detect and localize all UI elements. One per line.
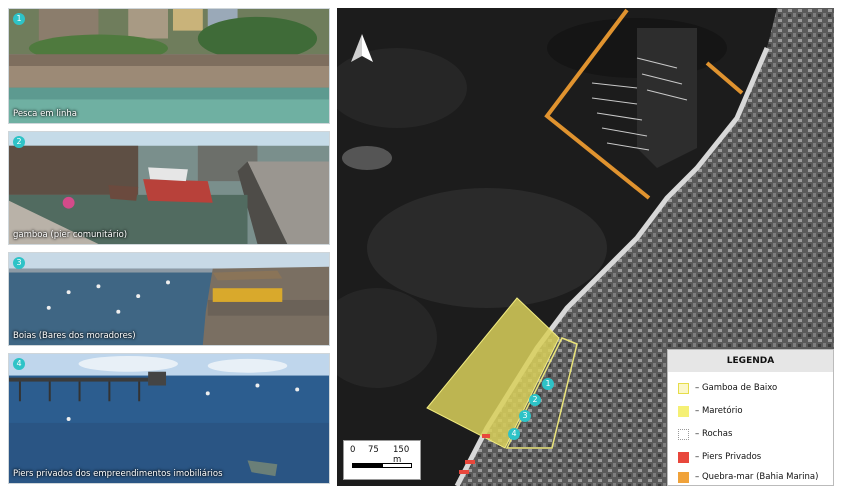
scale-label-75: 75 xyxy=(368,445,379,455)
legend-item-piers: – Piers Privados xyxy=(678,451,761,463)
photo-4-number-badge: 4 xyxy=(13,358,25,370)
photo-2-image xyxy=(9,132,329,244)
photo-1-number-badge: 1 xyxy=(13,13,25,25)
scale-label-150: 150 m xyxy=(393,445,410,465)
legend-label-piers: – Piers Privados xyxy=(695,452,762,462)
legend-swatch-quebra-mar xyxy=(678,471,689,483)
photo-panel-2: 2 gamboa (pier comunitário) xyxy=(8,131,330,245)
photo-4-caption: Piers privados dos empreendimentos imobi… xyxy=(13,469,223,479)
photo-1-caption: Pesca em linha xyxy=(13,109,77,119)
photo-panel-4: 4 Piers privados dos empreendimentos imo… xyxy=(8,353,330,484)
legend-swatch-piers xyxy=(678,451,689,463)
legend-title: LEGENDA xyxy=(668,350,833,372)
legend-label-quebra-mar: – Quebra-mar (Bahia Marina) xyxy=(695,472,819,482)
north-arrow-icon xyxy=(351,34,373,62)
legend-swatch-rochas xyxy=(678,428,689,440)
photo-3-number-badge: 3 xyxy=(13,257,25,269)
legend-swatch-maretorio xyxy=(678,405,689,417)
map-marker-3: 3 xyxy=(519,410,531,422)
legend-label-gamboa: – Gamboa de Baixo xyxy=(695,383,778,393)
map-marker-2: 2 xyxy=(529,394,541,406)
legend-item-rochas: – Rochas xyxy=(678,428,732,440)
photo-panel-3: 3 Boias (Bares dos moradores) xyxy=(8,252,330,346)
legend-item-maretorio: – Maretório xyxy=(678,405,743,417)
legend-item-gamboa: – Gamboa de Baixo xyxy=(678,382,777,394)
photo-2-number-badge: 2 xyxy=(13,136,25,148)
map-marker-4: 4 xyxy=(508,428,520,440)
legend-label-rochas: – Rochas xyxy=(695,429,733,439)
scale-bar: 0 75 150 m xyxy=(343,440,421,480)
satellite-map: 1 2 3 4 0 75 150 m LEGENDA – Gamboa de B xyxy=(337,8,834,486)
photo-1-image xyxy=(9,9,329,123)
photo-panel-1: 1 Pesca em linha xyxy=(8,8,330,124)
legend-swatch-gamboa xyxy=(678,382,689,394)
scale-bar-graphic xyxy=(352,463,412,468)
photo-3-image xyxy=(9,253,329,345)
photo-3-caption: Boias (Bares dos moradores) xyxy=(13,331,136,341)
photo-2-caption: gamboa (pier comunitário) xyxy=(13,230,128,240)
legend-label-maretorio: – Maretório xyxy=(695,406,743,416)
photo-4-image xyxy=(9,354,329,483)
scale-label-0: 0 xyxy=(350,445,356,455)
legend-item-quebra-mar: – Quebra-mar (Bahia Marina) xyxy=(678,471,818,483)
map-legend: LEGENDA – Gamboa de Baixo – Maretório – … xyxy=(667,349,834,486)
map-marker-1: 1 xyxy=(542,378,554,390)
